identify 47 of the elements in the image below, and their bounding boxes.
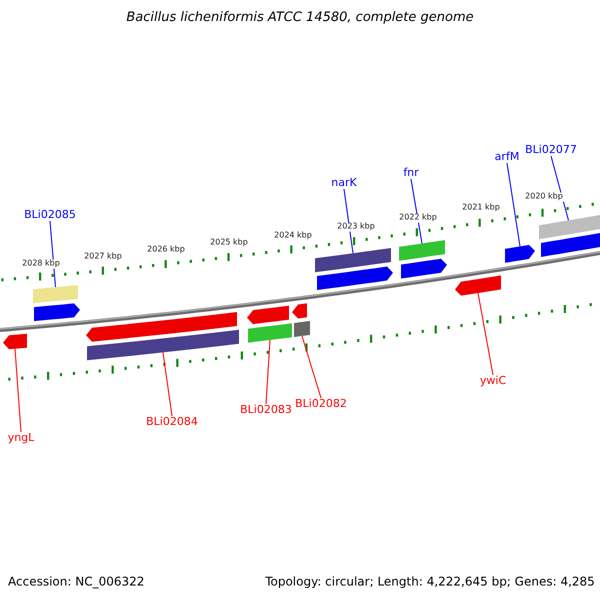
gene-feature	[505, 244, 535, 263]
gene-feature	[34, 303, 80, 322]
footer-text: Topology: circular; Length: 4,222,645 bp; Genes: 4,285	[265, 575, 595, 589]
gene-label: BLi02083	[240, 404, 292, 416]
gene-feature	[315, 248, 391, 272]
tick-label: 2021 kbp	[461, 204, 501, 212]
gene-feature	[247, 306, 289, 324]
tick-label: 2025 kbp	[209, 238, 249, 248]
tick-label: 2027 kbp	[83, 252, 123, 262]
gene-label: BLi02082	[295, 398, 347, 410]
gene-feature	[33, 285, 78, 304]
tick-label: 2020 kbp	[524, 192, 564, 202]
title: Bacillus licheniformis ATCC 14580, complete genome	[126, 10, 474, 26]
tick-label: 2023 kbp	[336, 222, 376, 232]
tick-label: 2022 kbp	[398, 214, 438, 222]
gene-label: yngL	[8, 432, 34, 444]
gene-feature	[86, 312, 237, 342]
gene-feature	[539, 215, 600, 240]
gene-feature	[401, 258, 447, 278]
leader-line	[266, 340, 270, 404]
tick-label: 2026 kbp	[146, 246, 186, 254]
leader-line	[302, 336, 322, 398]
gene-label: arfM	[494, 150, 520, 164]
leader-line	[14, 348, 22, 432]
footer-text: Accession: NC_006322	[8, 575, 144, 589]
gene-label: BLi02084	[146, 416, 198, 428]
gene-feature	[541, 233, 600, 257]
leader-line	[410, 178, 422, 244]
gene-label: fnr	[403, 166, 419, 180]
leader-line	[478, 292, 494, 376]
gene-feature	[87, 330, 239, 360]
gene-feature	[399, 240, 445, 261]
gene-label: BLi02077	[525, 144, 577, 156]
gene-feature	[248, 323, 292, 343]
tick-label: 2024 kbp	[273, 232, 313, 240]
leader-line	[162, 352, 172, 416]
gene-feature	[317, 266, 393, 290]
leader-line	[506, 162, 520, 247]
gene-feature	[292, 303, 307, 318]
gene-label: narK	[331, 176, 357, 190]
leader-line	[50, 220, 56, 288]
gene-feature	[294, 321, 310, 337]
gene-label: ywiC	[480, 374, 506, 388]
gene-label: BLi02085	[24, 208, 76, 222]
tick-label: 2028 kbp	[21, 260, 61, 268]
gene-feature	[3, 334, 27, 350]
gene-feature	[455, 275, 501, 296]
